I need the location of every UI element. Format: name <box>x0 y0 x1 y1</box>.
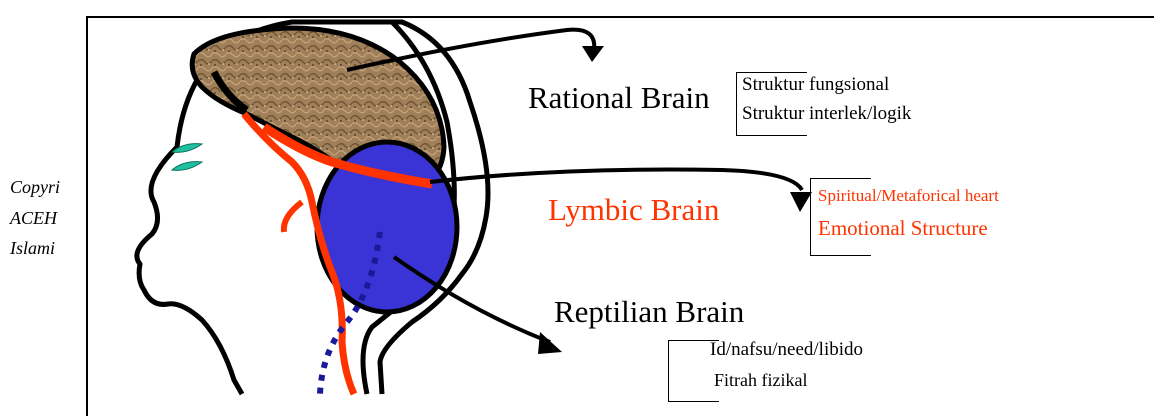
label-reptilian-brain: Reptilian Brain <box>554 294 744 330</box>
rational-item-2: Struktur interlek/logik <box>742 103 911 125</box>
reptilian-item-2: Fitrah fizikal <box>714 370 807 391</box>
eye-mark-2 <box>172 162 202 171</box>
copyright-line-3: Islami <box>10 238 55 259</box>
copyright-line-1: Copyri <box>10 177 60 198</box>
nerve-red-branch-2 <box>284 202 302 232</box>
arrow-lymbic-head <box>790 192 812 212</box>
lymbic-item-1: Spiritual/Metaforical heart <box>818 186 999 206</box>
arrow-rational-head <box>582 46 604 62</box>
reptilian-item-1: Id/nafsu/need/libido <box>710 339 863 361</box>
arrow-reptilian-head <box>538 332 562 354</box>
label-rational-brain: Rational Brain <box>528 80 710 116</box>
label-lymbic-brain: Lymbic Brain <box>548 192 719 228</box>
lymbic-item-2: Emotional Structure <box>818 216 988 241</box>
diagram-frame: Rational Brain Lymbic Brain Reptilian Br… <box>86 16 1154 416</box>
rational-item-1: Struktur fungsional <box>742 74 889 96</box>
copyright-line-2: ACEH <box>10 208 57 229</box>
